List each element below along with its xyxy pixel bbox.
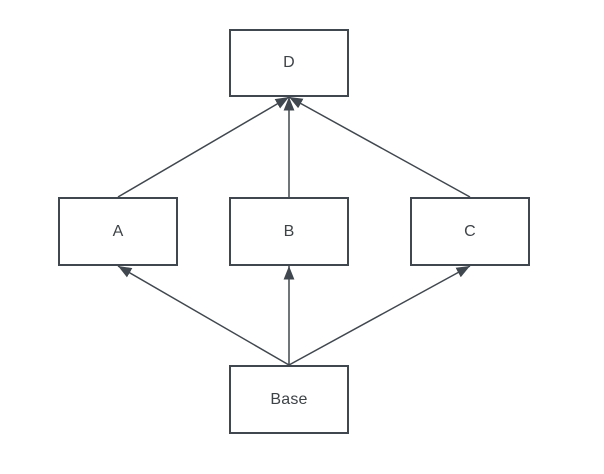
edge-c-d <box>288 96 471 198</box>
node-d: D <box>229 29 349 97</box>
node-label: D <box>283 54 295 71</box>
node-c: C <box>410 197 530 266</box>
node-b: B <box>229 197 349 266</box>
node-label: A <box>112 222 124 240</box>
node-label: C <box>464 222 476 240</box>
edge-base-c <box>288 265 471 366</box>
edge-base-a <box>117 265 290 366</box>
node-label: B <box>283 222 295 240</box>
edges <box>117 96 471 366</box>
edge-a-d <box>117 96 290 198</box>
node-a: A <box>58 197 178 266</box>
node-label: Base <box>270 390 308 408</box>
node-base: Base <box>229 365 349 434</box>
